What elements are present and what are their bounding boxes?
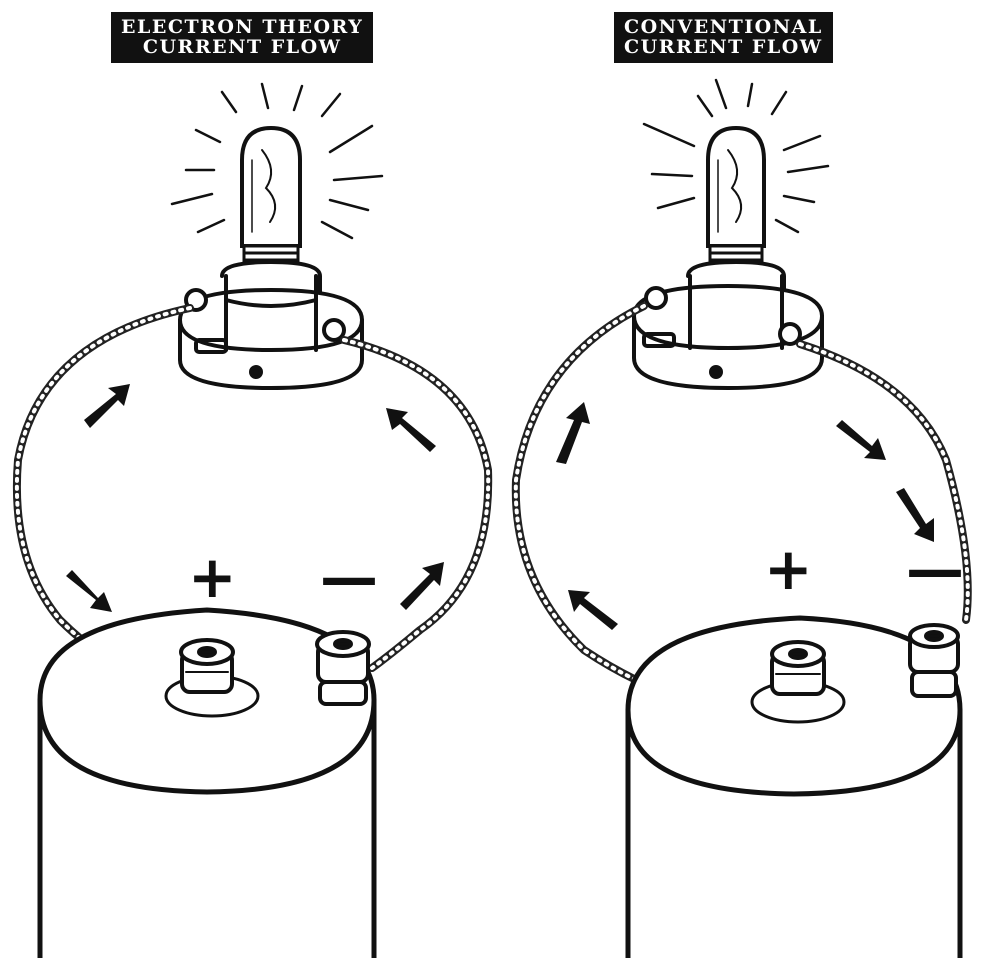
- arrow-2: [568, 590, 618, 630]
- current-arrows: [66, 384, 444, 612]
- electron-title-line2: CURRENT FLOW: [121, 37, 363, 57]
- bulb-glass: [708, 128, 764, 246]
- negative-label: —: [320, 548, 378, 606]
- arrow-4: [386, 408, 436, 452]
- negative-label: —: [906, 540, 964, 598]
- conventional-panel: CONVENTIONAL CURRENT FLOW + —: [494, 0, 987, 958]
- negative-terminal: [910, 625, 958, 696]
- current-arrows: [556, 402, 934, 630]
- electron-circuit-drawing: [0, 0, 493, 958]
- positive-terminal: [181, 640, 233, 692]
- positive-terminal: [772, 642, 824, 694]
- negative-terminal: [317, 632, 369, 704]
- electron-title-line1: ELECTRON THEORY: [121, 17, 363, 37]
- arrow-1: [556, 402, 590, 464]
- arrow-1: [84, 384, 130, 428]
- arrow-4: [896, 488, 934, 542]
- conventional-title: CONVENTIONAL CURRENT FLOW: [614, 12, 833, 63]
- arrow-2: [66, 570, 112, 612]
- conventional-title-line1: CONVENTIONAL: [624, 17, 823, 37]
- arrow-3: [400, 562, 444, 610]
- bulb-glass: [242, 128, 300, 246]
- arrow-3: [836, 420, 886, 460]
- conventional-circuit-drawing: [494, 0, 987, 958]
- positive-label: +: [188, 548, 237, 606]
- conventional-title-line2: CURRENT FLOW: [624, 37, 823, 57]
- electron-theory-title: ELECTRON THEORY CURRENT FLOW: [111, 12, 373, 63]
- positive-label: +: [764, 540, 813, 598]
- lamp-socket: [634, 262, 822, 388]
- lamp-socket: [180, 262, 362, 388]
- electron-theory-panel: ELECTRON THEORY CURRENT FLOW + —: [0, 0, 493, 958]
